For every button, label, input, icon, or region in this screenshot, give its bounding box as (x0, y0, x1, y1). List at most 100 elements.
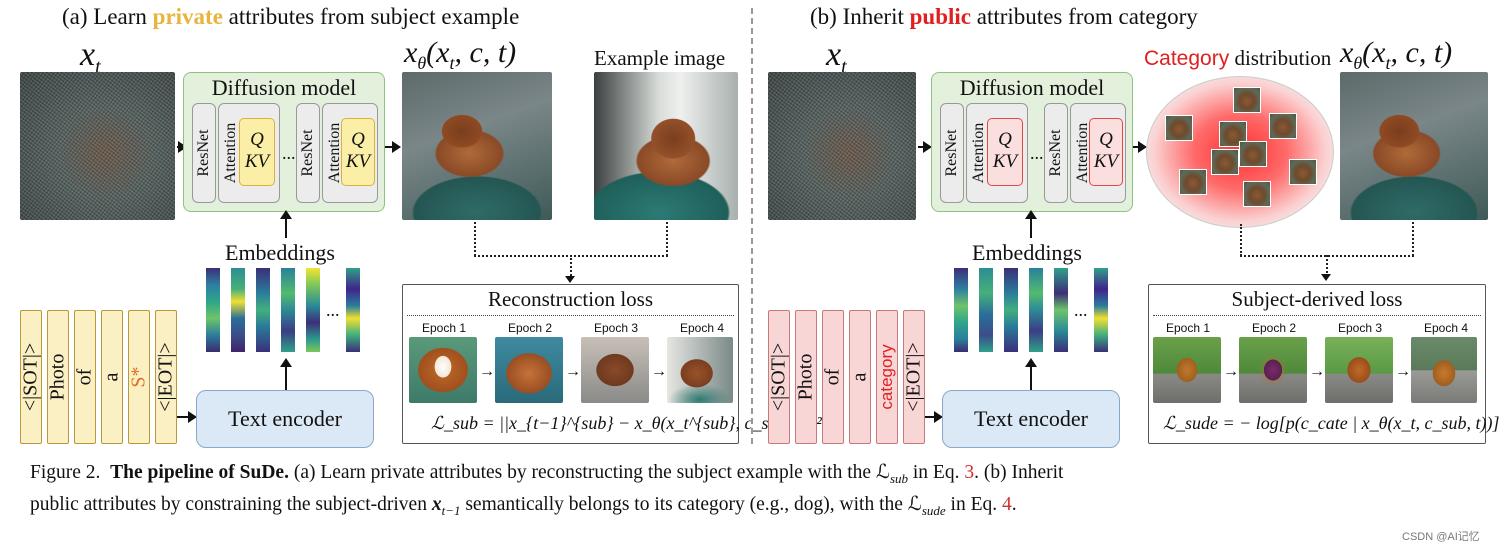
panel-b-arrow-emb-to-diffusion (1025, 210, 1037, 238)
panel-b-title-suffix: attributes from category (971, 4, 1198, 29)
panel-a-diffusion-ellipsis: ... (282, 143, 296, 163)
caption-ref-eq4[interactable]: 4 (1002, 494, 1012, 515)
panel-b-title-highlight: public (909, 4, 972, 29)
panel-a-token-sstar: S* (128, 310, 150, 444)
category-dog-4 (1269, 113, 1297, 139)
panel-a-epoch-arrow-1: → (479, 363, 495, 380)
panel-a-dotted-down (570, 255, 572, 279)
panel-b-dotted-right (1412, 222, 1414, 256)
panel-a-embeddings: ... (206, 268, 366, 354)
panel-a-title: (a) Learn private attributes from subjec… (62, 4, 519, 30)
panel-b-output-label: xθ(xt, c, t) (1340, 36, 1453, 73)
panel-b-text-encoder: Text encoder (942, 390, 1120, 448)
panel-a-thumb-4 (667, 337, 733, 403)
category-dog-6 (1239, 141, 1267, 167)
panel-a-noisy-image (20, 72, 175, 220)
panel-b-token-photo: Photo (795, 310, 817, 444)
panel-a-dotted-arrowhead (565, 276, 575, 283)
panel-a-embeddings-title: Embeddings (225, 240, 335, 265)
panel-a-token-photo: Photo (47, 310, 69, 444)
panel-a-epoch-2: Epoch 2 (507, 321, 553, 335)
panel-a-token-sot: <|SOT|> (20, 310, 42, 444)
panel-b-token-category: category (876, 310, 898, 444)
panel-b-dotted-arrowhead (1321, 274, 1331, 281)
panel-a-epoch-arrow-3: → (651, 363, 667, 380)
watermark: CSDN @AI记忆 (1402, 531, 1480, 543)
panel-a-arrow-tokens-to-encoder (177, 411, 197, 423)
panel-b-token-a: a (849, 310, 871, 444)
panel-a-resnet-2: ResNet (296, 103, 320, 203)
panel-b-category-label: Category distribution (1144, 46, 1332, 70)
panel-b-output-image (1340, 72, 1488, 220)
panel-a-example-image (594, 72, 738, 220)
panel-a-thumb-2 (495, 337, 563, 403)
panel-a-token-a: a (101, 310, 123, 444)
panel-a-token-of: of (74, 310, 96, 444)
panel-b-arrow-into-diffusion (918, 141, 932, 153)
panel-a-arrow-encoder-to-emb (280, 358, 292, 390)
panel-b-embeddings: ... (954, 268, 1114, 354)
panel-b-category-distribution (1146, 76, 1334, 228)
panel-b-epoch-arrow-2: → (1309, 363, 1325, 380)
category-dog-1 (1233, 87, 1261, 113)
caption-line-2: public attributes by constraining the su… (30, 494, 1017, 518)
panel-b-epoch-arrow-3: → (1395, 363, 1411, 380)
panel-a-thumb-3 (581, 337, 649, 403)
caption-label: Figure 2. (30, 462, 101, 483)
panel-a-arrow-out-diffusion (385, 141, 401, 153)
panel-a-output-image (402, 72, 552, 220)
panel-b-arrow-out-diffusion (1133, 141, 1147, 153)
panel-a-epoch-4: Epoch 4 (679, 321, 725, 335)
panel-a-epoch-arrow-2: → (565, 363, 581, 380)
panel-b-loss-box: Subject-derived loss Epoch 1 Epoch 2 Epo… (1148, 284, 1499, 444)
panel-b-title-prefix: (b) Inherit (810, 4, 910, 29)
panel-a-title-prefix: (a) Learn (62, 4, 153, 29)
panel-a-xt-label: xt (80, 36, 101, 78)
panel-b-resnet-1: ResNet (940, 103, 964, 203)
panel-a-output-label: xθ(xt, c, t) (404, 36, 517, 73)
panel-b-noisy-image (768, 72, 916, 220)
panel-b-loss-title: Subject-derived loss (1231, 287, 1403, 311)
panel-b-resnet-2: ResNet (1044, 103, 1068, 203)
panel-b-diffusion-ellipsis: ... (1030, 143, 1044, 163)
caption-ref-eq3[interactable]: 3 (964, 462, 975, 483)
panel-b-dotted-down (1326, 255, 1328, 277)
panel-b-arrow-encoder-to-emb (1025, 358, 1037, 390)
category-dog-2 (1165, 115, 1193, 141)
panel-b-thumb-1 (1153, 337, 1221, 403)
panel-b-arrow-tokens-to-encoder (925, 411, 943, 423)
panel-a-dotted-left (474, 222, 476, 256)
panel-separator (751, 8, 753, 444)
panel-b-token-of: of (822, 310, 844, 444)
panel-b-xt-label: xt (826, 36, 847, 78)
caption-bold: The pipeline of SuDe. (110, 462, 289, 483)
panel-b-thumb-2 (1239, 337, 1307, 403)
panel-a-loss-formula: ℒ_sub = ||x_{t−1}^{sub} − x_θ(x_t^{sub},… (431, 413, 822, 433)
panel-a-title-suffix: attributes from subject example (222, 4, 520, 29)
panel-b-dotted-left (1240, 224, 1242, 256)
panel-b-epoch-1: Epoch 1 (1165, 321, 1211, 335)
category-dog-9 (1289, 159, 1317, 185)
panel-a-arrow-emb-to-diffusion (280, 210, 292, 238)
category-dog-8 (1243, 181, 1271, 207)
panel-a-example-label: Example image (594, 46, 726, 70)
panel-b-diffusion-title: Diffusion model (959, 75, 1105, 100)
panel-b-epoch-arrow-1: → (1223, 363, 1239, 380)
category-dog-7 (1179, 169, 1207, 195)
panel-a-text-encoder: Text encoder (196, 390, 374, 448)
panel-a-diffusion-title: Diffusion model (211, 75, 357, 100)
panel-a-resnet-1: ResNet (192, 103, 216, 203)
panel-b-epoch-2: Epoch 2 (1251, 321, 1297, 335)
caption-line-1: Figure 2. The pipeline of SuDe. (a) Lear… (30, 462, 1064, 486)
panel-b-embeddings-title: Embeddings (972, 240, 1082, 265)
panel-b-epoch-4: Epoch 4 (1423, 321, 1469, 335)
panel-a-epoch-3: Epoch 3 (593, 321, 639, 335)
panel-a-loss-box: Reconstruction loss Epoch 1 Epoch 2 Epoc… (402, 284, 822, 444)
